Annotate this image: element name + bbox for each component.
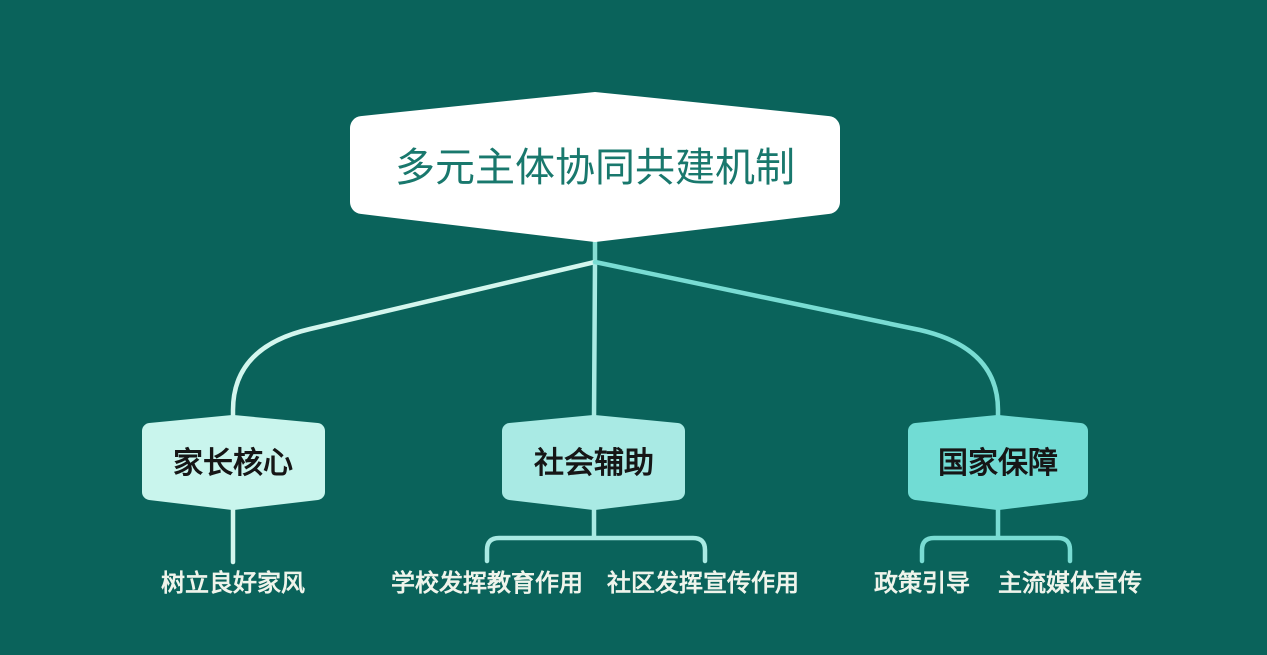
connector-bracket-state-guarantee: [919, 502, 1073, 564]
leaf-school-education[interactable]: 学校发挥教育作用: [391, 569, 583, 597]
node-parents-core[interactable]: [142, 415, 325, 510]
node-root-label[interactable]: 多元主体协同共建机制: [395, 146, 795, 190]
node-society-assist-label[interactable]: 社会辅助: [534, 447, 654, 480]
node-root[interactable]: [350, 92, 840, 242]
connector-branch-state-guarantee: [592, 259, 1001, 421]
node-society-assist[interactable]: [502, 415, 685, 510]
leaf-family-tradition[interactable]: 树立良好家风: [161, 569, 305, 597]
leaf-policy-guidance[interactable]: 政策引导: [874, 569, 970, 597]
node-state-guarantee-label[interactable]: 国家保障: [938, 446, 1058, 480]
leaf-media-publicity[interactable]: 主流媒体宣传: [998, 569, 1142, 597]
leaf-community-publicity[interactable]: 社区发挥宣传作用: [607, 569, 799, 597]
connector-bracket-society-assist: [484, 502, 708, 564]
node-state-guarantee[interactable]: [908, 415, 1088, 510]
connector-branch-parents-core: [230, 259, 598, 421]
connector-branch-society-assist: [591, 259, 598, 421]
node-parents-core-label[interactable]: 家长核心: [173, 447, 293, 480]
